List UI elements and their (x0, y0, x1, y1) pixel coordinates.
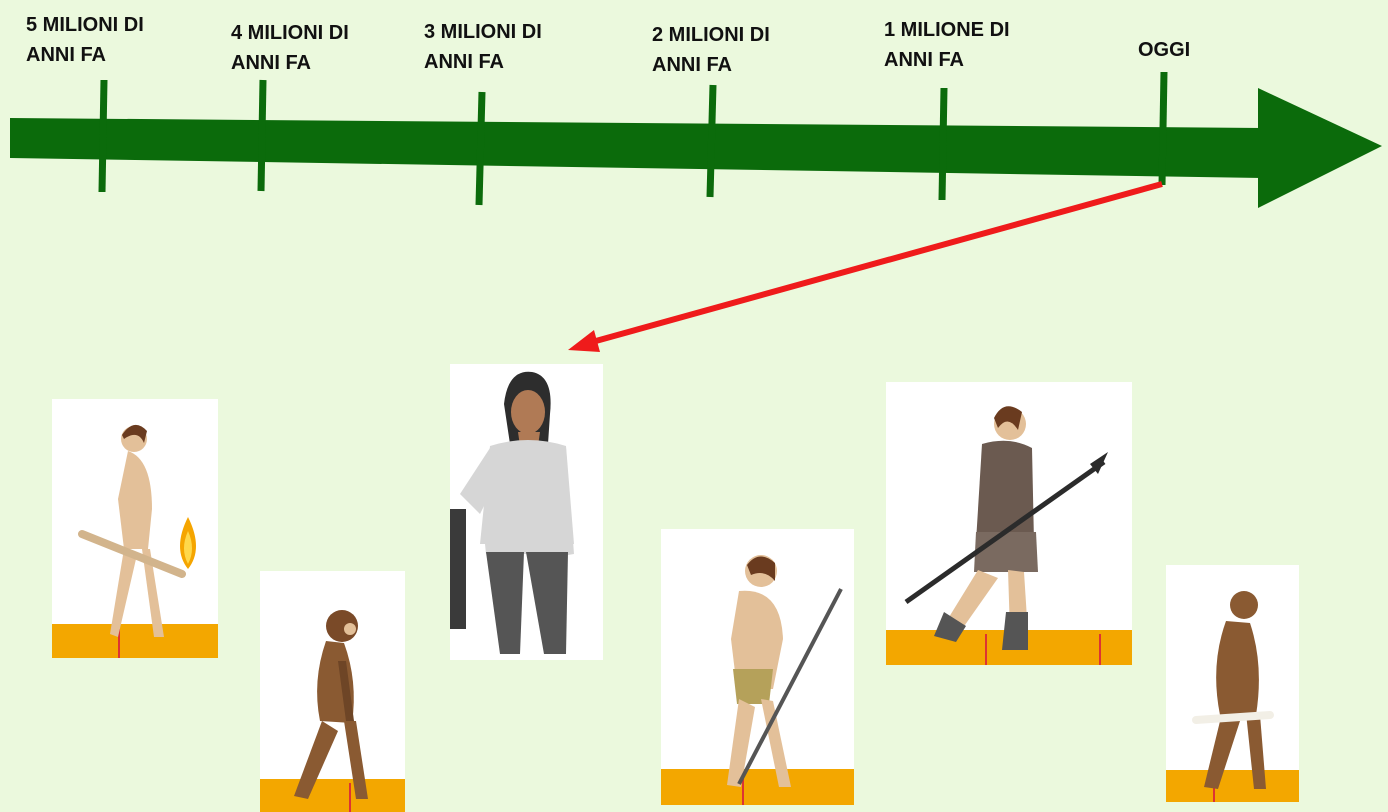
figure-homo-habilis-with-stick (661, 529, 854, 805)
figure-modern-woman (450, 364, 603, 660)
timeline-label-2-million: 2 MILIONI DI ANNI FA (652, 24, 770, 76)
figure-australopithecus-walking (260, 571, 405, 812)
timeline-tick-3-million (475, 91, 486, 206)
modern-human-icon (450, 371, 574, 654)
timeline-label-5-million: 5 MILIONI DI ANNI FA (26, 14, 144, 66)
figure-homo-erectus-with-torch (52, 399, 218, 658)
timeline-tick-5-million (98, 79, 108, 193)
timeline-tick-today (1158, 71, 1168, 186)
timeline-arrow-head (1258, 88, 1382, 208)
hominid-bone-icon (1166, 591, 1299, 802)
timeline-label-today: OGGI (1138, 39, 1191, 61)
figure-ardipithecus-with-bone (1166, 565, 1299, 802)
timeline-label-1-million: 1 MILIONE DI ANNI FA (884, 19, 1010, 71)
timeline-arrow (10, 71, 1382, 352)
caveman-stick-icon (661, 555, 854, 805)
caveman-torch-icon (52, 424, 218, 658)
caveman-spear-icon (886, 406, 1132, 665)
timeline-label-4-million: 4 MILIONI DI ANNI FA (231, 22, 349, 74)
today-pointer-arrow (568, 181, 1163, 352)
timeline-tick-4-million (257, 79, 267, 192)
timeline-arrow-shaft (10, 118, 1262, 178)
timeline-tick-1-million (938, 87, 948, 201)
figure-neanderthal-with-spear (886, 382, 1132, 665)
timeline-tick-2-million (706, 84, 717, 198)
timeline-label-3-million: 3 MILIONI DI ANNI FA (424, 21, 542, 73)
hominid-walking-icon (260, 610, 405, 812)
